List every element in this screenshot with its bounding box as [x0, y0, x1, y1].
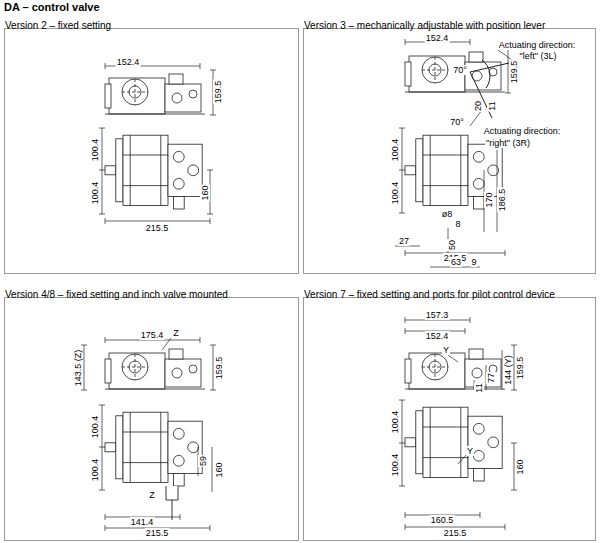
dimension-label: 63	[450, 257, 462, 267]
inch-valve	[166, 486, 178, 520]
dimension-label: 20	[473, 100, 483, 112]
dimension-label: 100.4	[390, 138, 400, 163]
dimension-label: 100.4	[390, 181, 400, 206]
dimension-label: 11	[487, 100, 497, 111]
dimension-label: 215.5	[443, 528, 468, 538]
dimension-label: 59	[198, 455, 208, 467]
dimension-label: 77	[486, 372, 496, 384]
dimension-label: 11	[474, 382, 484, 393]
dimension-label: 186.5	[497, 188, 507, 213]
dimension-label: Actuating direction:	[498, 40, 577, 50]
dimension-label: Z	[172, 328, 180, 338]
dimension-label: 160	[515, 458, 525, 475]
dimension-label: 159.5	[515, 356, 525, 381]
dimension-label: 100.4	[390, 410, 400, 435]
dimension-lines	[395, 39, 511, 267]
pump-side-view	[405, 407, 502, 481]
dimension-label: 159.5	[213, 80, 223, 105]
pump-side-view	[105, 412, 202, 486]
view-panel: Version 4/8 – fixed setting and inch val…	[4, 284, 299, 541]
dimension-label: 70°	[452, 65, 468, 75]
dimension-label: "right" (3R)	[485, 138, 531, 148]
dimension-label: 215.5	[145, 223, 170, 233]
dimension-label: Y	[466, 446, 474, 456]
dimension-label: 27	[398, 236, 410, 246]
dimension-label: 8	[454, 219, 461, 229]
panel-heading: Version 3 – mechanically adjustable with…	[304, 19, 545, 32]
dimension-label: Actuating direction:	[483, 126, 562, 136]
dimension-label: Y	[442, 345, 450, 355]
view-panel: Version 2 – fixed setting	[4, 15, 299, 274]
dimension-label: "left" (3L)	[519, 51, 558, 61]
dimension-lines	[99, 63, 216, 224]
dimension-label: 160	[200, 184, 210, 201]
dimension-label: 157.3	[425, 310, 450, 320]
dimension-label: 160.5	[430, 515, 455, 525]
dimension-label: 159.5	[509, 60, 519, 85]
dimension-label: ø8	[441, 209, 454, 219]
dimension-label: 159.5	[214, 356, 224, 381]
dimension-label: 143.5 (Z)	[73, 349, 83, 388]
position-lever	[470, 60, 522, 118]
dimension-label: 100.4	[90, 138, 100, 163]
dimension-label: 70°	[449, 117, 465, 127]
pump-top-view	[405, 349, 505, 389]
dimension-label: 160	[214, 461, 224, 478]
dimension-label: 144 (Y)	[503, 354, 513, 386]
dimension-label: 100.4	[390, 453, 400, 478]
panel-frame	[4, 28, 299, 274]
dimension-label: 152.4	[425, 33, 450, 43]
page-title: DA – control valve	[4, 1, 100, 13]
pump-top-view	[105, 349, 205, 389]
dimension-lines	[399, 317, 517, 530]
dimension-label: 100.4	[90, 415, 100, 440]
dimension-label: 170	[484, 191, 494, 208]
dimension-label: 100.4	[90, 181, 100, 206]
version7-drawing	[399, 317, 517, 530]
panel-heading: Version 4/8 – fixed setting and inch val…	[5, 288, 228, 301]
panel-heading: Version 7 – fixed setting and ports for …	[304, 288, 555, 301]
dimension-label: 9	[470, 257, 477, 267]
dimension-label: 175.4	[140, 330, 165, 340]
dimension-lines	[81, 337, 216, 531]
version3-drawing	[395, 39, 522, 267]
dimension-label: 152.4	[116, 57, 141, 67]
dimension-label: 152.4	[425, 331, 450, 341]
dimension-label: 215.5	[145, 528, 170, 538]
dimension-label: Z	[148, 490, 156, 500]
view-panel: Version 7 – fixed setting and ports for …	[303, 284, 596, 541]
version48-drawing	[81, 337, 216, 531]
panel-frame	[303, 297, 596, 541]
panel-heading: Version 2 – fixed setting	[5, 19, 111, 32]
dimension-label: 141.4	[130, 517, 155, 527]
pump-side-view	[105, 135, 202, 209]
dimension-label: 50	[447, 239, 457, 251]
version2-drawing	[99, 63, 216, 224]
pump-top-view	[105, 74, 205, 114]
panel-frame	[303, 28, 596, 274]
dimension-label: 100.4	[90, 458, 100, 483]
